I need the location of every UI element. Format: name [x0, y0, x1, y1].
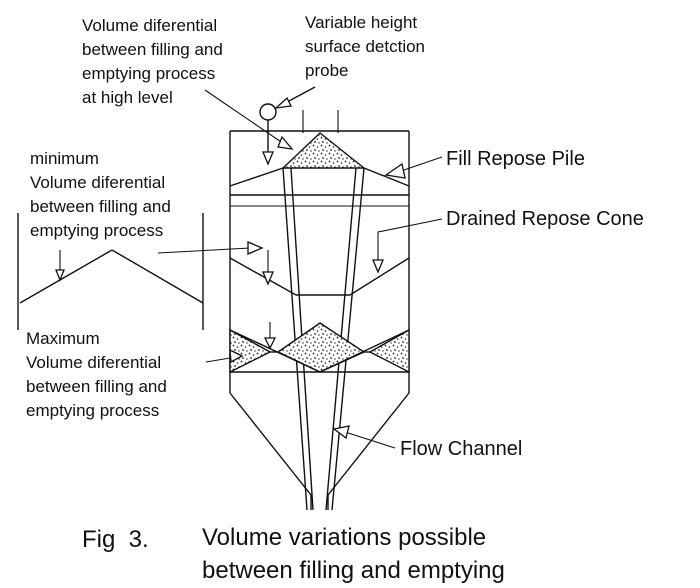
label-volume-high-line: between filling and: [82, 40, 223, 59]
label-probe: Variable height surface detction probe: [305, 13, 430, 80]
max-differential-piles: [229, 322, 410, 374]
label-volume-high-line: Volume diferential: [82, 16, 217, 35]
label-drained-repose-cone: Drained Repose Cone: [446, 208, 644, 230]
label-maximum-line: Maximum: [26, 329, 100, 348]
label-maximum-line: between filling and: [26, 377, 167, 396]
fill-repose-pile: [229, 132, 410, 187]
label-flow-channel: Flow Channel: [400, 438, 522, 460]
flow-channel: [282, 110, 365, 511]
drained-repose-cone: [229, 257, 410, 296]
label-fill-repose-pile: Fill Repose Pile: [446, 148, 585, 170]
leader-drained-repose-cone: [372, 218, 443, 274]
minimum-frame: [17, 213, 204, 330]
label-maximum-line: emptying process: [26, 401, 159, 420]
probe: [259, 86, 316, 166]
label-minimum: minimum Volume diferential between filli…: [30, 149, 176, 240]
silo-hopper: [229, 392, 410, 510]
leader-maximum: [205, 322, 277, 364]
leader-fill-repose-pile: [384, 156, 443, 179]
label-minimum-line: Volume diferential: [30, 173, 165, 192]
label-volume-high-line: emptying process: [82, 64, 215, 83]
label-volume-high: Volume diferential between filling and e…: [82, 16, 228, 107]
label-probe-line: Variable height: [305, 13, 417, 32]
label-minimum-line: emptying process: [30, 221, 163, 240]
label-minimum-line: minimum: [30, 149, 99, 168]
leader-volume-high: [204, 89, 294, 150]
caption-fig: Fig 3.: [82, 526, 149, 553]
label-probe-line: probe: [305, 61, 348, 80]
label-volume-high-line: at high level: [82, 88, 173, 107]
leader-minimum: [157, 241, 274, 286]
caption-line-1: Volume variations possible: [202, 524, 486, 551]
leader-flow-channel: [332, 425, 396, 449]
label-maximum: Maximum Volume diferential between filli…: [26, 329, 172, 420]
label-probe-line: surface detction: [305, 37, 425, 56]
caption-line-2: between filling and emptying: [202, 557, 505, 584]
label-maximum-line: Volume diferential: [26, 353, 161, 372]
label-minimum-line: between filling and: [30, 197, 171, 216]
